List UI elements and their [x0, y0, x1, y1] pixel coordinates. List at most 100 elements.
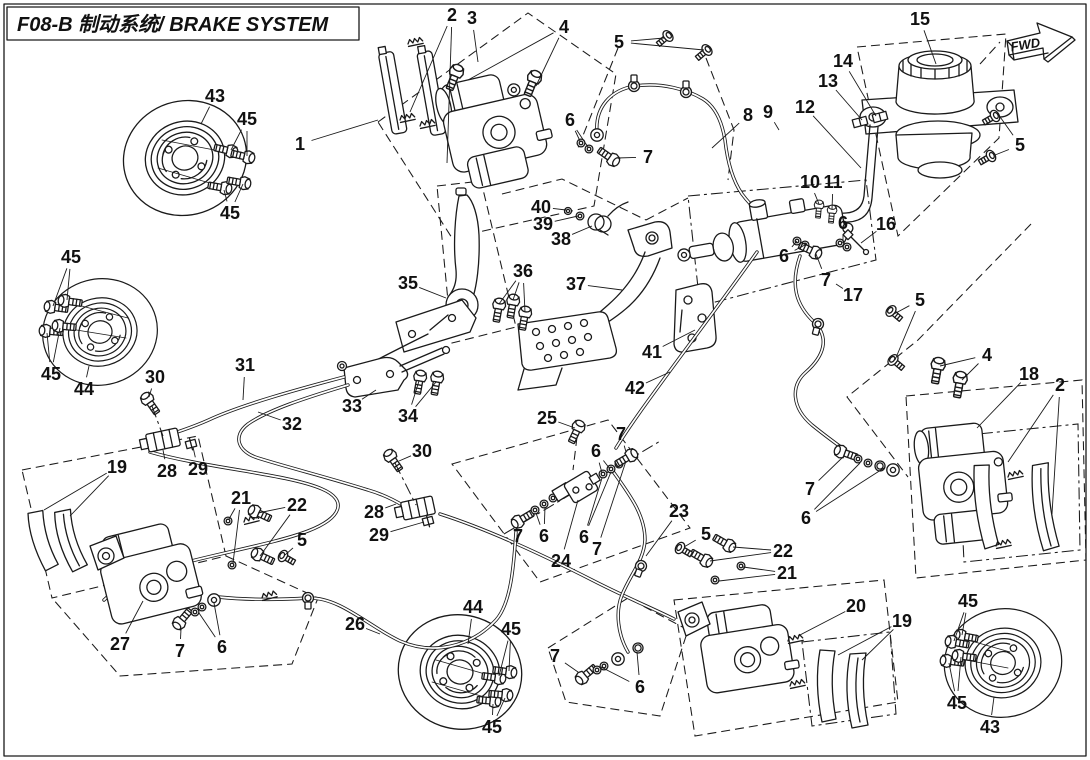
callout-29: 29 — [188, 459, 208, 479]
rear-brake-hoses — [216, 250, 858, 654]
brake-fluid-reservoir — [859, 50, 1019, 179]
banjo-fitting — [611, 652, 625, 666]
callout-17: 17 — [843, 285, 863, 305]
callout-22: 22 — [287, 495, 307, 515]
callout-leader — [588, 471, 612, 527]
callout-leader — [467, 32, 554, 81]
callout-6: 6 — [565, 110, 575, 130]
callout-8: 8 — [743, 105, 753, 125]
callout-16: 16 — [876, 214, 896, 234]
callout-1: 1 — [295, 134, 305, 154]
parking-brake-cables — [102, 375, 676, 621]
callout-leader — [148, 388, 153, 398]
callout-20: 20 — [846, 596, 866, 616]
washer — [853, 454, 863, 464]
callout-leader — [496, 697, 506, 717]
callout-37: 37 — [566, 274, 586, 294]
callout-21: 21 — [777, 563, 797, 583]
callout-22: 22 — [773, 541, 793, 561]
callout-24: 24 — [551, 551, 571, 571]
callout-leader — [558, 421, 576, 429]
right-pads-box — [957, 423, 1081, 563]
callout-6: 6 — [579, 527, 589, 547]
callout-28: 28 — [157, 461, 177, 481]
callout-leader — [512, 282, 520, 301]
callout-45: 45 — [958, 591, 978, 611]
callout-31: 31 — [235, 355, 255, 375]
pad-clip-icon — [406, 36, 424, 48]
callout-7: 7 — [805, 479, 815, 499]
front-brake-caliper — [435, 74, 553, 189]
callout-leader — [192, 446, 196, 458]
callout-leader — [961, 363, 979, 381]
adjuster-bolt — [380, 446, 407, 475]
bottom-right-caliper — [700, 604, 800, 694]
cable-clip — [184, 437, 198, 451]
callout-7: 7 — [643, 147, 653, 167]
front-caliper-assembly — [377, 36, 553, 189]
bottom-right-pads-box — [801, 631, 897, 727]
rear-left-brake-pads — [27, 508, 88, 573]
callout-leader — [492, 703, 494, 716]
front-brake-hose-group — [576, 28, 759, 212]
callout-leader — [385, 503, 397, 509]
washer — [863, 458, 873, 468]
callout-leader — [125, 600, 144, 634]
callout-leader — [861, 629, 894, 661]
callout-leader — [574, 130, 581, 142]
callout-leader — [361, 389, 377, 400]
banjo-bolt — [594, 143, 623, 170]
callout-7: 7 — [175, 641, 185, 661]
callout-19: 19 — [107, 457, 127, 477]
right-caliper-box — [905, 379, 1087, 579]
hose-clamp — [679, 80, 693, 99]
callout-leader — [230, 129, 242, 151]
banjo-fitting — [590, 128, 604, 142]
callout-36: 36 — [513, 261, 533, 281]
callout-11: 11 — [823, 172, 842, 192]
lever-bolt — [489, 296, 508, 324]
caliper-bolt — [520, 67, 545, 99]
callout-15: 15 — [910, 9, 930, 29]
callout-27: 27 — [110, 634, 130, 654]
callout-leader — [815, 467, 885, 512]
callout-leader — [794, 244, 806, 251]
callout-leader — [1007, 394, 1054, 463]
callout-leader — [576, 129, 589, 148]
callout-29: 29 — [369, 525, 389, 545]
callout-42: 42 — [625, 378, 645, 398]
front-hose-boundary — [577, 47, 735, 181]
callout-6: 6 — [838, 213, 848, 233]
parking-lever-assembly — [349, 187, 534, 375]
callout-leader — [991, 696, 995, 716]
callout-leader — [46, 332, 51, 363]
reservoir-pipe — [807, 110, 889, 224]
callout-4: 4 — [559, 17, 569, 37]
callout-leader — [564, 662, 579, 673]
rear-right-caliper — [913, 422, 1013, 545]
callout-leader — [223, 189, 228, 202]
banjo-fitting — [886, 463, 900, 477]
bracket-bolt — [427, 369, 446, 397]
callout-leader — [948, 662, 956, 692]
return-spring — [587, 201, 629, 236]
callout-leader — [848, 71, 877, 117]
rear-left-caliper-assembly — [27, 502, 298, 633]
callout-leader — [43, 472, 107, 511]
bracket-bolt — [410, 368, 429, 396]
clevis-pin — [842, 229, 870, 256]
callout-leader — [835, 89, 863, 121]
callout-leader — [473, 29, 479, 63]
callout-44: 44 — [74, 379, 94, 399]
callout-leader — [419, 286, 447, 299]
title-block: F08-B 制动系统/ BRAKE SYSTEM — [6, 6, 360, 41]
callout-leader — [1051, 396, 1060, 515]
callout-leader — [812, 115, 862, 169]
callout-7: 7 — [821, 270, 831, 290]
washer — [539, 499, 549, 509]
callout-30: 30 — [412, 441, 432, 461]
callout-leader — [961, 612, 967, 636]
callout-7: 7 — [550, 646, 560, 666]
callout-45: 45 — [482, 717, 502, 737]
callout-leader — [976, 382, 1022, 429]
